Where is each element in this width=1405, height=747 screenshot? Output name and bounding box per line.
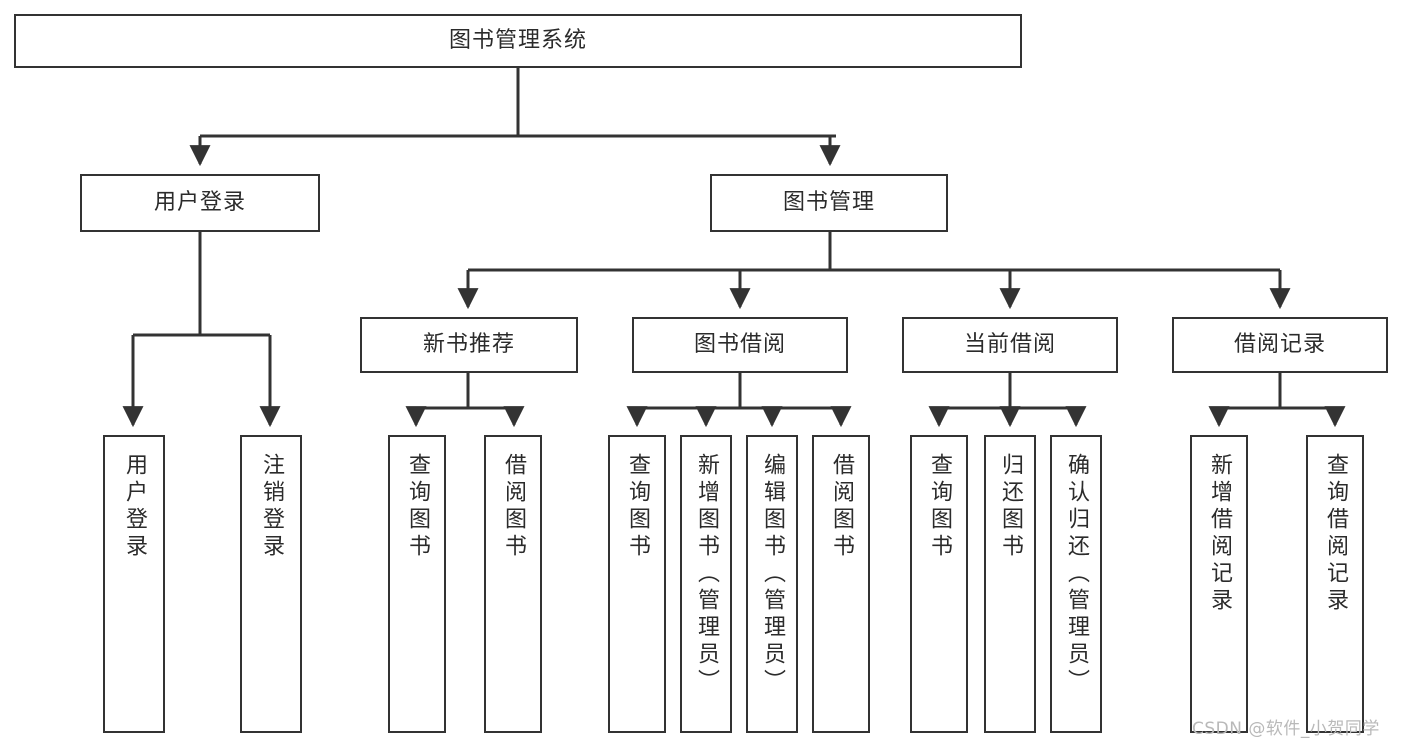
node-root-label: 图书管理系统 <box>448 28 587 54</box>
node-user-login-label: 用户登录 <box>153 190 246 216</box>
leaf-query-book-borrow-label: 查询图书 <box>625 453 650 561</box>
leaf-query-book-cur-label: 查询图书 <box>927 453 952 561</box>
leaf-add-borrow-record-label: 新增借阅记录 <box>1207 453 1232 615</box>
node-book-borrow[interactable]: 图书借阅 <box>632 317 848 373</box>
leaf-query-borrow-record[interactable]: 查询借阅记录 <box>1306 435 1364 733</box>
leaf-add-borrow-record[interactable]: 新增借阅记录 <box>1190 435 1248 733</box>
leaf-confirm-return-admin[interactable]: 确认归还（管理员） <box>1050 435 1102 733</box>
leaf-user-login[interactable]: 用户登录 <box>103 435 165 733</box>
leaf-query-book-cur[interactable]: 查询图书 <box>910 435 968 733</box>
leaf-borrow-book-rec[interactable]: 借阅图书 <box>484 435 542 733</box>
node-current-borrow-label: 当前借阅 <box>963 332 1056 358</box>
leaf-user-logout-label: 注销登录 <box>259 453 284 561</box>
leaf-query-book-rec-label: 查询图书 <box>405 453 430 561</box>
leaf-return-book-label: 归还图书 <box>998 453 1023 561</box>
node-book-borrow-label: 图书借阅 <box>693 332 786 358</box>
leaf-query-borrow-record-label: 查询借阅记录 <box>1323 453 1348 615</box>
leaf-borrow-book[interactable]: 借阅图书 <box>812 435 870 733</box>
leaf-confirm-return-admin-label: 确认归还（管理员） <box>1064 453 1089 696</box>
leaf-borrow-book-rec-label: 借阅图书 <box>501 453 526 561</box>
leaf-edit-book-admin[interactable]: 编辑图书（管理员） <box>746 435 798 733</box>
leaf-edit-book-admin-label: 编辑图书（管理员） <box>760 453 785 696</box>
node-book-manage[interactable]: 图书管理 <box>710 174 948 232</box>
node-current-borrow[interactable]: 当前借阅 <box>902 317 1118 373</box>
node-new-book-recommend-label: 新书推荐 <box>422 332 515 358</box>
node-root[interactable]: 图书管理系统 <box>14 14 1022 68</box>
leaf-return-book[interactable]: 归还图书 <box>984 435 1036 733</box>
watermark: CSDN @软件_小贺同学 <box>1192 719 1380 739</box>
node-user-login[interactable]: 用户登录 <box>80 174 320 232</box>
node-borrow-record[interactable]: 借阅记录 <box>1172 317 1388 373</box>
leaf-add-book-admin-label: 新增图书（管理员） <box>694 453 719 696</box>
leaf-query-book-rec[interactable]: 查询图书 <box>388 435 446 733</box>
leaf-add-book-admin[interactable]: 新增图书（管理员） <box>680 435 732 733</box>
leaf-user-logout[interactable]: 注销登录 <box>240 435 302 733</box>
leaf-borrow-book-label: 借阅图书 <box>829 453 854 561</box>
node-borrow-record-label: 借阅记录 <box>1233 332 1326 358</box>
leaf-user-login-label: 用户登录 <box>122 453 147 561</box>
node-new-book-recommend[interactable]: 新书推荐 <box>360 317 578 373</box>
leaf-query-book-borrow[interactable]: 查询图书 <box>608 435 666 733</box>
node-book-manage-label: 图书管理 <box>782 190 875 216</box>
